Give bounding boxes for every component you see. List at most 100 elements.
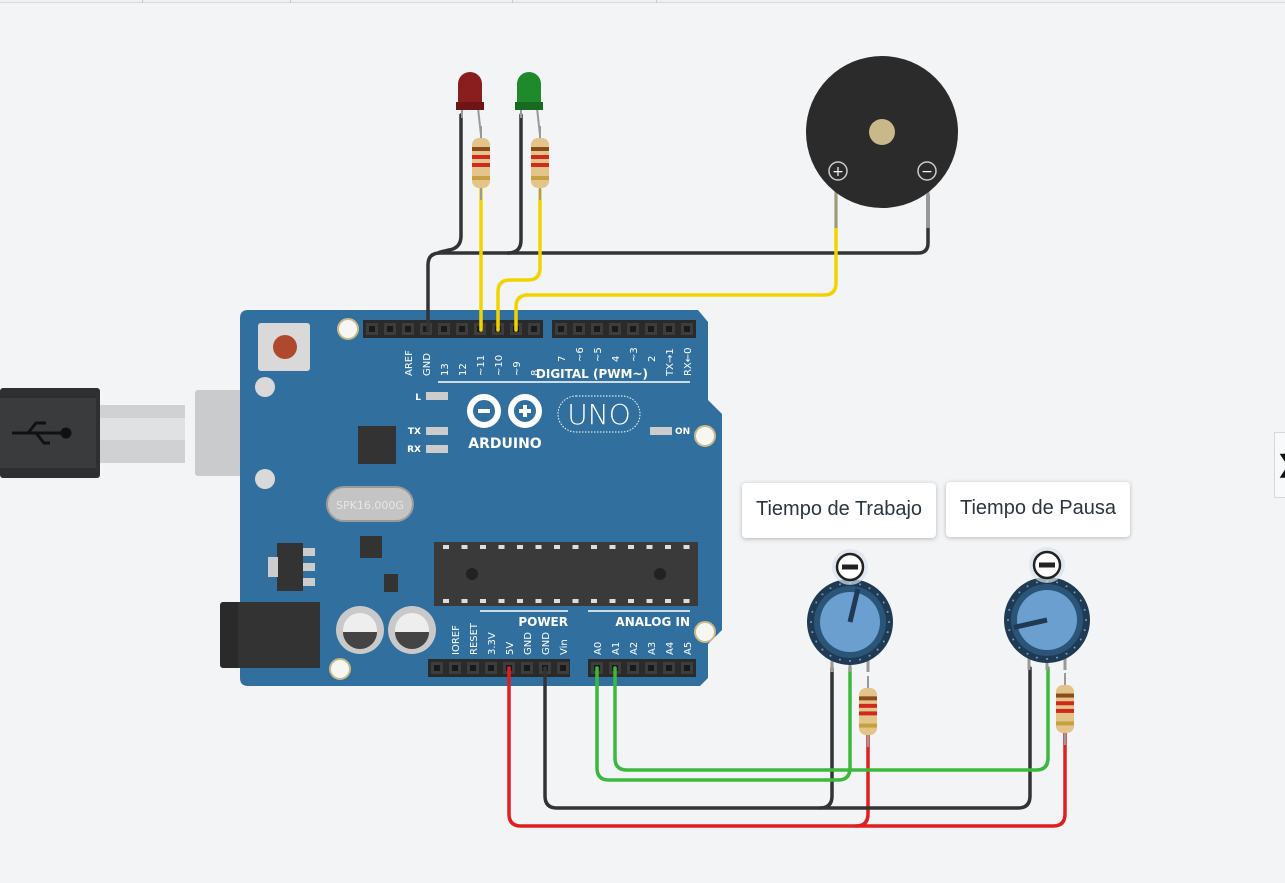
led-tx-label: TX: [408, 427, 421, 437]
pin-label: A0: [593, 642, 604, 655]
pin-label: ~11: [476, 355, 487, 376]
led-l: [426, 392, 448, 400]
power-jack: [220, 602, 320, 668]
svg-text:UNO: UNO: [567, 398, 630, 431]
pin-label: Vin: [559, 639, 570, 655]
toolbar-divider: [656, 0, 657, 3]
resistor-led-red[interactable]: [472, 126, 490, 200]
wires: [426, 113, 1067, 828]
buzzer-plus-terminal: [828, 161, 848, 181]
digital-label: DIGITAL (PWM~): [536, 367, 648, 381]
mount-hole: [337, 318, 359, 340]
usb-chip: [358, 426, 396, 464]
wire-gnd-led-green[interactable]: [506, 113, 523, 255]
tooltip-tiempo-de-trabajo: Tiempo de Trabajo: [742, 483, 937, 538]
wire-pin10[interactable]: [496, 188, 542, 332]
wire-a0[interactable]: [595, 666, 852, 782]
pin-label: AREF: [404, 350, 415, 376]
wire-a1[interactable]: [613, 666, 1050, 772]
led-on-label: ON: [675, 427, 690, 437]
power-header: [428, 659, 570, 677]
wire-gnd-main[interactable]: [426, 193, 930, 332]
pin-label: A4: [665, 642, 676, 655]
resistor-pot2[interactable]: [1056, 673, 1074, 745]
pin-label: 12: [458, 363, 469, 376]
analog-in-label: ANALOG IN: [615, 615, 690, 629]
pin-label: ~6: [575, 347, 586, 362]
side-panel-toggle-button[interactable]: ❯: [1274, 432, 1285, 498]
pin-label: A1: [611, 642, 622, 655]
reset-button[interactable]: [258, 323, 310, 371]
arduino-logo: ARDUINO: [467, 394, 542, 452]
pin-label: GND: [541, 632, 552, 655]
minus-icon: [842, 564, 858, 570]
pin-label: ~9: [512, 361, 523, 376]
digital-header-right: [552, 320, 696, 338]
pin-label: GND: [422, 353, 433, 376]
wire-5v-branch[interactable]: [854, 730, 870, 828]
crystal: SPK16.000G: [326, 486, 414, 522]
analog-header: [588, 659, 696, 677]
pin-label: 3.3V: [487, 632, 498, 655]
pin-label: A5: [683, 642, 694, 655]
pin-label: IOREF: [451, 625, 462, 655]
svg-text:−: −: [921, 164, 933, 180]
top-toolbar-strip: [0, 0, 1285, 3]
led-tx: [426, 427, 448, 435]
toolbar-divider: [142, 0, 143, 3]
pin-label: RESET: [469, 622, 480, 655]
pot-decrement-button[interactable]: [832, 549, 868, 585]
atmega-chip: [434, 542, 698, 606]
resistor-led-green[interactable]: [531, 126, 549, 200]
mount-hole: [329, 658, 351, 680]
led-l-label: L: [415, 393, 421, 403]
pin-label: RX←0: [683, 347, 694, 376]
pin-label: ~3: [629, 347, 640, 362]
pin-label: 8: [530, 370, 541, 376]
svg-text:SPK16.000G: SPK16.000G: [336, 499, 404, 512]
led-rx: [426, 445, 448, 453]
toolbar-divider: [290, 0, 291, 3]
svg-text:+: +: [832, 164, 844, 180]
tooltip-tiempo-de-pausa: Tiempo de Pausa: [946, 482, 1131, 537]
uno-badge: UNO: [557, 395, 641, 433]
buzzer-minus-terminal: [917, 161, 937, 181]
mount-hole: [694, 621, 716, 643]
pot-knob-indicator: [1013, 617, 1048, 630]
potentiometer-1[interactable]: [807, 549, 893, 672]
led-green[interactable]: [515, 72, 543, 136]
toolbar-divider: [512, 0, 513, 3]
led-red[interactable]: [456, 72, 484, 136]
svg-text:ARDUINO: ARDUINO: [468, 436, 542, 452]
piezo-buzzer[interactable]: + −: [806, 56, 958, 228]
pin-label: 7: [557, 356, 568, 362]
pot-knob-indicator: [847, 588, 861, 623]
mount-hole: [694, 425, 716, 447]
pin-label: 5V: [505, 642, 516, 655]
pin-label: ~5: [593, 347, 604, 362]
pin-label: 13: [440, 363, 451, 376]
led-rx-label: RX: [407, 445, 421, 455]
pin-label: TX→1: [665, 348, 676, 377]
capacitor: [388, 606, 436, 654]
pin-label: GND: [523, 632, 534, 655]
pin-label: 4: [611, 356, 622, 362]
wire-gnd-pots[interactable]: [543, 666, 1032, 810]
pin-label: 2: [647, 356, 658, 362]
resistor-pot1[interactable]: [859, 676, 877, 747]
capacitor: [336, 606, 384, 654]
wire-pin9-buzzer[interactable]: [514, 193, 838, 332]
minus-icon: [1039, 562, 1055, 568]
pot-decrement-button[interactable]: [1029, 547, 1065, 583]
wire-gnd-pot1[interactable]: [818, 666, 834, 810]
pin-label: A2: [629, 642, 640, 655]
potentiometer-2[interactable]: [1004, 547, 1090, 670]
arduino-uno-board[interactable]: SPK16.000G AREF GND 13 12 ~11 ~10 ~9 8 7 ~6 ~5 4 ~3 2…: [220, 310, 722, 686]
wire-gnd-led-red[interactable]: [436, 113, 463, 255]
led-on: [650, 427, 672, 435]
pin-label: ~10: [494, 355, 505, 376]
pin-label: A3: [647, 642, 658, 655]
wire-5v[interactable]: [507, 666, 1067, 828]
usb-icon: [12, 421, 72, 445]
